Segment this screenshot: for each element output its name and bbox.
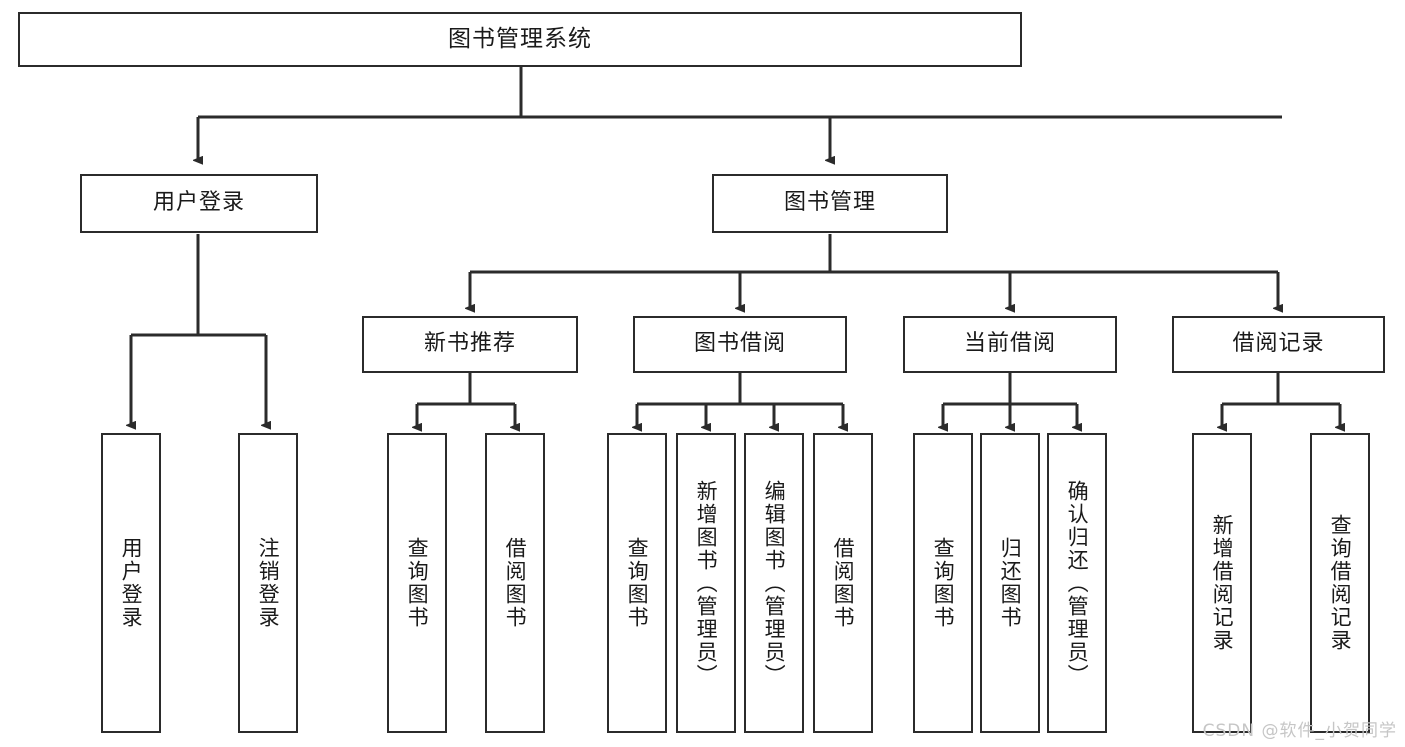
leaf-borrow-query-book[interactable]: 查询图书 xyxy=(607,433,667,733)
leaf-label: 新增借阅记录 xyxy=(1210,514,1235,652)
leaf-label: 借阅图书 xyxy=(503,537,528,629)
leaf-current-return-book[interactable]: 归还图书 xyxy=(980,433,1040,733)
node-new-book-recommend-label: 新书推荐 xyxy=(423,331,516,357)
leaf-borrow-edit-book-admin[interactable]: 编辑图书（管理员） xyxy=(744,433,804,733)
leaf-label: 查询图书 xyxy=(405,537,430,629)
leaf-current-query-book[interactable]: 查询图书 xyxy=(913,433,973,733)
leaf-label: 注销登录 xyxy=(256,537,281,629)
node-borrow-records[interactable]: 借阅记录 xyxy=(1172,316,1385,373)
leaf-label: 用户登录 xyxy=(119,537,144,629)
node-borrow-records-label: 借阅记录 xyxy=(1232,331,1325,357)
node-user-login[interactable]: 用户登录 xyxy=(80,174,318,233)
node-user-login-label: 用户登录 xyxy=(152,190,245,216)
node-current-borrow[interactable]: 当前借阅 xyxy=(903,316,1117,373)
leaf-label: 确认归还（管理员） xyxy=(1065,479,1090,687)
leaf-label: 编辑图书（管理员） xyxy=(762,479,787,687)
node-root[interactable]: 图书管理系统 xyxy=(18,12,1022,67)
node-book-management-label: 图书管理 xyxy=(783,190,876,216)
leaf-label: 查询图书 xyxy=(625,537,650,629)
node-current-borrow-label: 当前借阅 xyxy=(963,331,1056,357)
leaf-label: 查询图书 xyxy=(931,537,956,629)
node-book-borrow-label: 图书借阅 xyxy=(693,331,786,357)
leaf-records-query-record[interactable]: 查询借阅记录 xyxy=(1310,433,1370,733)
leaf-borrow-add-book-admin[interactable]: 新增图书（管理员） xyxy=(676,433,736,733)
node-new-book-recommend[interactable]: 新书推荐 xyxy=(362,316,578,373)
leaf-records-add-record[interactable]: 新增借阅记录 xyxy=(1192,433,1252,733)
leaf-label: 查询借阅记录 xyxy=(1328,514,1353,652)
node-root-label: 图书管理系统 xyxy=(448,25,592,52)
leaf-borrow-borrow-book[interactable]: 借阅图书 xyxy=(813,433,873,733)
leaf-label: 借阅图书 xyxy=(831,537,856,629)
node-book-management[interactable]: 图书管理 xyxy=(712,174,948,233)
leaf-new-book-query[interactable]: 查询图书 xyxy=(387,433,447,733)
leaf-label: 新增图书（管理员） xyxy=(694,479,719,687)
leaf-user-login-login[interactable]: 用户登录 xyxy=(101,433,161,733)
leaf-user-login-logout[interactable]: 注销登录 xyxy=(238,433,298,733)
leaf-label: 归还图书 xyxy=(998,537,1023,629)
leaf-current-confirm-return-admin[interactable]: 确认归还（管理员） xyxy=(1047,433,1107,733)
leaf-new-book-borrow[interactable]: 借阅图书 xyxy=(485,433,545,733)
node-book-borrow[interactable]: 图书借阅 xyxy=(633,316,847,373)
csdn-watermark: CSDN @软件_小贺同学 xyxy=(1202,721,1397,741)
